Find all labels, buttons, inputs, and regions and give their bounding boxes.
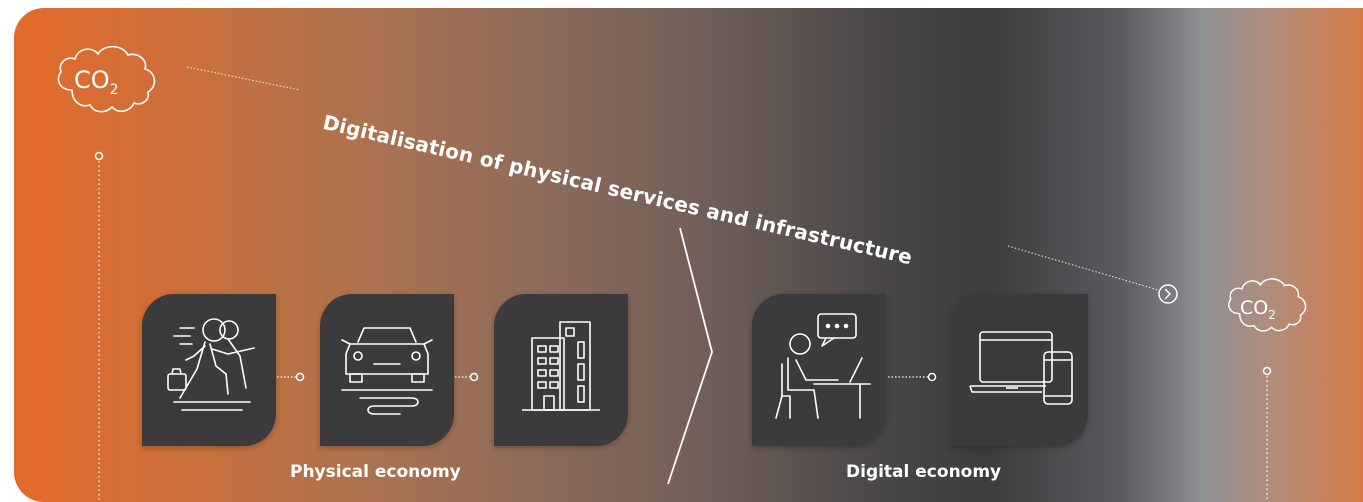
card-remote-worker	[752, 294, 886, 446]
card-commuters	[142, 294, 276, 446]
card-car	[320, 294, 454, 446]
card-building	[494, 294, 628, 446]
card-devices	[950, 294, 1088, 446]
office-building-icon	[522, 321, 600, 411]
cloud-icon	[57, 45, 156, 113]
co2-left-text: CO	[74, 66, 110, 94]
commuters-icon	[167, 318, 255, 411]
physical-economy-label: Physical economy	[290, 462, 461, 482]
co2-right-subscript: 2	[1268, 307, 1276, 322]
remote-worker-icon	[775, 313, 871, 419]
divider-chevron	[667, 227, 713, 485]
co2-cloud-right: CO2	[1222, 272, 1322, 352]
laptop-phone-icon	[969, 331, 1073, 405]
digital-economy-label: Digital economy	[846, 462, 1002, 482]
chevron-right-icon	[1158, 284, 1178, 304]
co2-right-text: CO	[1240, 297, 1269, 319]
cloud-icon	[1228, 278, 1307, 332]
co2-cloud-left: CO2	[50, 38, 175, 138]
co2-left-subscript: 2	[109, 81, 119, 98]
car-icon	[341, 327, 433, 415]
